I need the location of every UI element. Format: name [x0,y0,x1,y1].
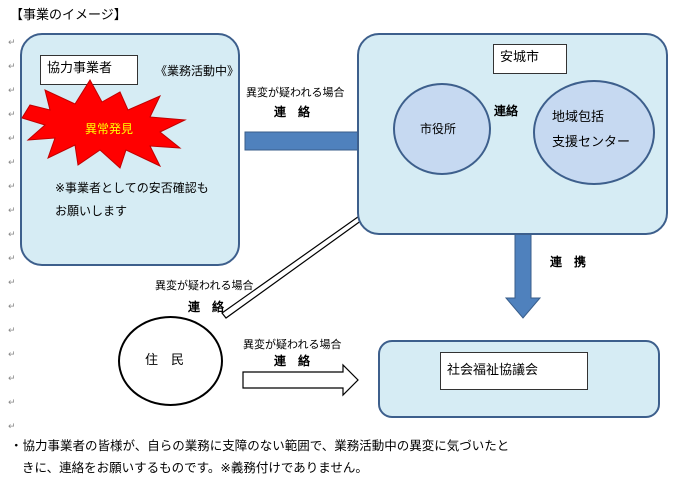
resident-label: 住 民 [145,353,185,368]
support-center-line2: 支援センター [552,135,631,150]
footer-line-2: きに、連絡をお願いするものです。※義務付けでありません。 [22,460,368,475]
suspect-label-resident: 異変が疑われる場合 [155,279,254,292]
city-label: 安城市 [493,44,567,74]
alert-label: 異常発見 [85,122,134,136]
suspect-label-top: 異変が疑われる場合 [246,86,345,99]
contact-label-inner: 連絡 [494,104,519,118]
footer-line-1: ・協力事業者の皆様が、自らの業務に支障のない範囲で、業務活動中の異変に気づいたと [10,438,510,453]
cooperator-note-2: お願いします [55,204,128,218]
contact-label-resident: 連 絡 [188,300,225,314]
cooperation-label: 連 携 [550,255,587,269]
page-title: 【事業のイメージ】 [10,8,127,23]
alert-burst [21,79,187,169]
contact-label-bottom: 連 絡 [274,354,311,368]
city-office-label: 市役所 [420,122,457,136]
activity-label: 《業務活動中》 [155,64,240,78]
support-center-circle [533,80,655,185]
support-center-line1: 地域包括 [552,110,605,125]
cooperator-label: 協力事業者 [40,55,138,85]
suspect-label-bottom: 異変が疑われる場合 [243,338,342,351]
contact-label-top: 連 絡 [274,105,311,119]
city-office-circle [393,83,491,175]
resident-circle [118,316,223,406]
council-label: 社会福祉協議会 [440,352,588,390]
cooperator-note-1: ※事業者としての安否確認も [55,181,209,195]
arrow-resident-to-council [242,363,359,397]
